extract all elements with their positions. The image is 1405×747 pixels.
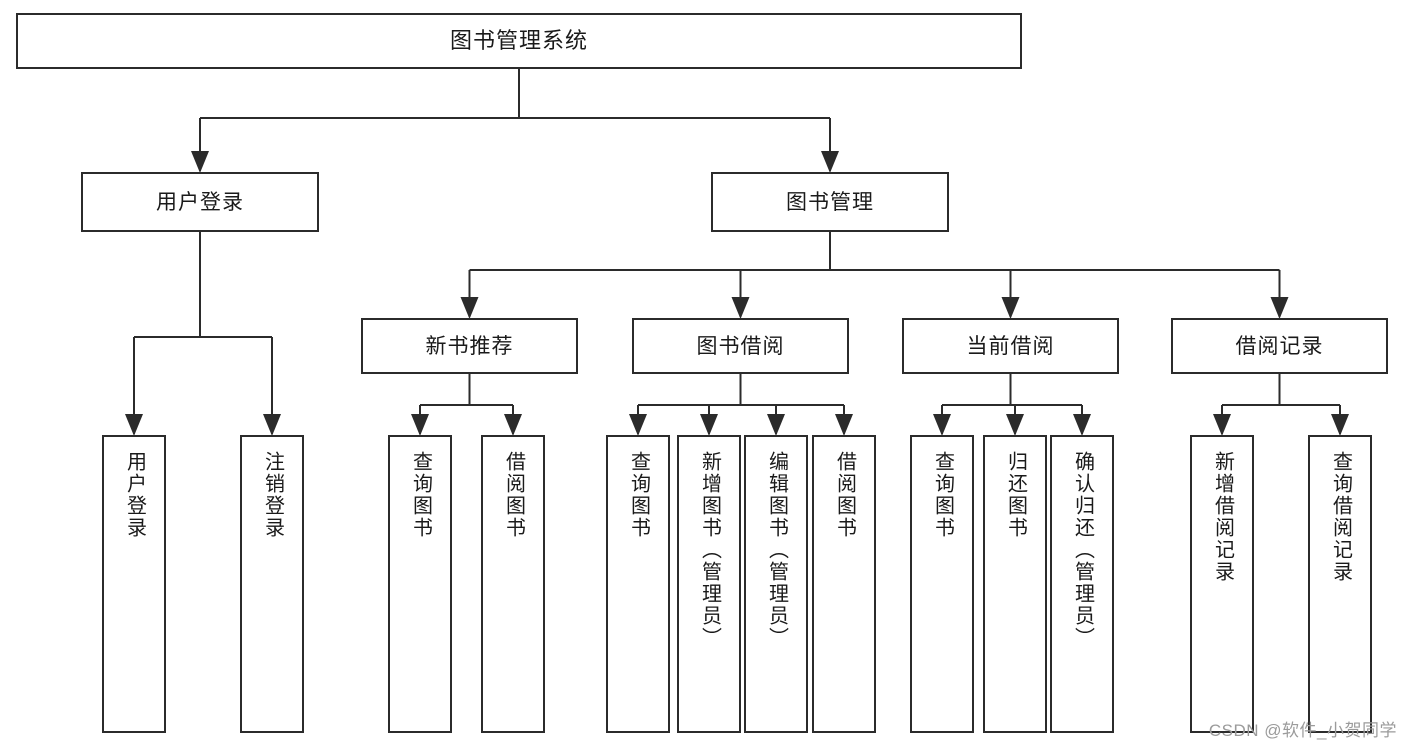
node-label: 借阅记录 [1235,334,1324,358]
node-l-b2: 借阅图书 [812,435,876,733]
arrowhead [411,414,429,436]
node-label: 图书管理 [786,190,874,214]
node-l-add: 新增图书（管理员） [677,435,741,733]
node-label: 用户登录 [156,190,244,214]
arrowhead [629,414,647,436]
node-label: 用户登录 [123,451,146,539]
arrowhead [504,414,522,436]
arrowhead [125,414,143,436]
node-l-b1: 借阅图书 [481,435,545,733]
arrowhead [460,297,479,319]
arrowhead [1213,414,1231,436]
arrowhead [821,151,839,173]
node-n-borrow: 图书借阅 [632,318,849,374]
node-label: 新增借阅记录 [1211,451,1234,583]
node-l-logout: 注销登录 [240,435,304,733]
node-l-userlogin: 用户登录 [102,435,166,733]
arrowhead [263,414,281,436]
node-n-newbook: 新书推荐 [361,318,578,374]
arrowhead [1073,414,1091,436]
node-label: 确认归还（管理员） [1071,451,1094,649]
node-l-return: 归还图书 [983,435,1047,733]
node-l-q3: 查询图书 [910,435,974,733]
node-label: 图书管理系统 [449,28,588,53]
node-n-manage: 图书管理 [711,172,949,232]
arrowhead [835,414,853,436]
node-l-edit: 编辑图书（管理员） [744,435,808,733]
arrowhead [767,414,785,436]
arrowhead [700,414,718,436]
node-l-addrec: 新增借阅记录 [1190,435,1254,733]
node-label: 查询图书 [409,451,432,539]
node-label: 查询图书 [931,451,954,539]
arrowhead [1006,414,1024,436]
arrowhead [731,297,750,319]
arrowhead [1331,414,1349,436]
node-n-current: 当前借阅 [902,318,1119,374]
node-label: 查询借阅记录 [1329,451,1352,583]
arrowhead [933,414,951,436]
node-label: 新书推荐 [425,334,514,358]
node-label: 注销登录 [261,451,284,539]
node-n-records: 借阅记录 [1171,318,1388,374]
node-root: 图书管理系统 [16,13,1022,69]
node-label: 当前借阅 [966,334,1055,358]
node-label: 借阅图书 [502,451,525,539]
node-l-q2: 查询图书 [606,435,670,733]
node-l-q1: 查询图书 [388,435,452,733]
arrowhead [1001,297,1020,319]
node-label: 归还图书 [1004,451,1027,539]
node-label: 图书借阅 [696,334,785,358]
arrowhead [1270,297,1289,319]
node-l-confirm: 确认归还（管理员） [1050,435,1114,733]
node-n-login: 用户登录 [81,172,319,232]
node-label: 编辑图书（管理员） [765,451,788,649]
node-label: 新增图书（管理员） [698,451,721,649]
arrowhead [191,151,209,173]
node-l-qrec: 查询借阅记录 [1308,435,1372,733]
node-label: 查询图书 [627,451,650,539]
node-label: 借阅图书 [833,451,856,539]
